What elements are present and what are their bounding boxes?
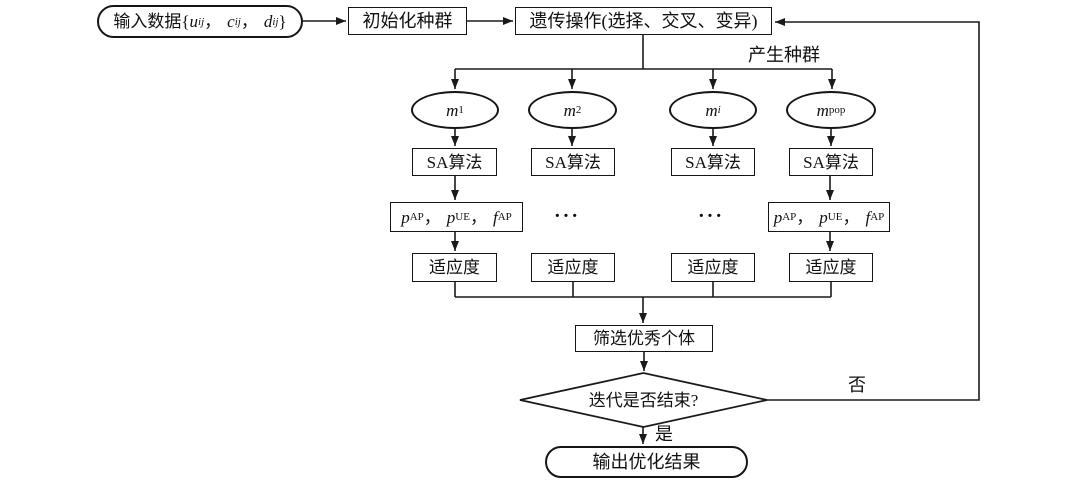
fitness-1-label: 适应度	[429, 258, 480, 277]
genetic-operations-label: 遗传操作(选择、交叉、变异)	[529, 11, 758, 31]
mi-base: m	[705, 100, 718, 120]
comma: ，	[240, 12, 258, 31]
ellipsis-right: ···	[690, 204, 732, 228]
node-decision-iteration: 迭代是否结束?	[520, 387, 767, 413]
node-sa-1: SA算法	[412, 148, 497, 176]
var-c: c	[227, 12, 235, 31]
select-best-label: 筛选优秀个体	[593, 329, 695, 348]
comma: ，	[796, 207, 814, 227]
label-generate-population: 产生种群	[731, 44, 837, 66]
fitness-4-label: 适应度	[805, 258, 857, 277]
m1-base: m	[446, 100, 459, 120]
init-population-label: 初始化种群	[362, 11, 453, 31]
comma: ，	[469, 207, 487, 227]
sa-2-label: SA算法	[545, 152, 601, 172]
var-u: u	[189, 12, 199, 31]
p-ue-base: p	[819, 207, 828, 227]
comma: ，	[842, 207, 860, 227]
ellipsis-right-text: ···	[697, 205, 724, 227]
generate-population-text: 产生种群	[748, 45, 820, 65]
node-genetic-operations: 遗传操作(选择、交叉、变异)	[515, 7, 772, 35]
p-ue-base: p	[446, 207, 456, 227]
input-data-prefix: 输入数据{	[113, 12, 190, 31]
node-fitness-4: 适应度	[789, 253, 873, 282]
var-d: d	[263, 12, 273, 31]
node-init-population: 初始化种群	[348, 7, 467, 35]
node-sa-3: SA算法	[671, 148, 755, 176]
sa-1-label: SA算法	[426, 152, 483, 172]
node-output-result: 输出优化结果	[545, 446, 748, 478]
label-no: 否	[843, 374, 871, 396]
label-yes: 是	[650, 423, 678, 445]
fitness-3-label: 适应度	[687, 258, 739, 277]
no-text: 否	[848, 375, 866, 395]
fitness-2-label: 适应度	[547, 258, 599, 277]
node-fitness-3: 适应度	[671, 253, 755, 282]
sa-4-label: SA算法	[803, 152, 859, 172]
node-sa-2: SA算法	[531, 148, 615, 176]
m2-base: m	[563, 100, 576, 120]
f-ap-base: f	[865, 207, 871, 227]
p-ap-base: p	[401, 207, 410, 227]
input-data-suffix: }	[278, 12, 287, 31]
sa-3-label: SA算法	[685, 152, 741, 172]
ellipsis-left: ···	[546, 204, 588, 228]
comma: ，	[423, 207, 441, 227]
node-select-best: 筛选优秀个体	[575, 325, 713, 352]
node-fitness-2: 适应度	[531, 253, 615, 282]
yes-text: 是	[655, 424, 673, 444]
decision-label: 迭代是否结束?	[588, 390, 699, 410]
node-sa-4: SA算法	[789, 148, 873, 176]
comma: ，	[204, 12, 222, 31]
f-ap-base: f	[492, 207, 498, 227]
ellipsis-left-text: ···	[553, 205, 580, 227]
p-ap-base: p	[773, 207, 783, 227]
mpop-base: m	[816, 100, 829, 120]
node-fitness-1: 适应度	[412, 253, 497, 282]
output-result-label: 输出优化结果	[592, 452, 701, 472]
